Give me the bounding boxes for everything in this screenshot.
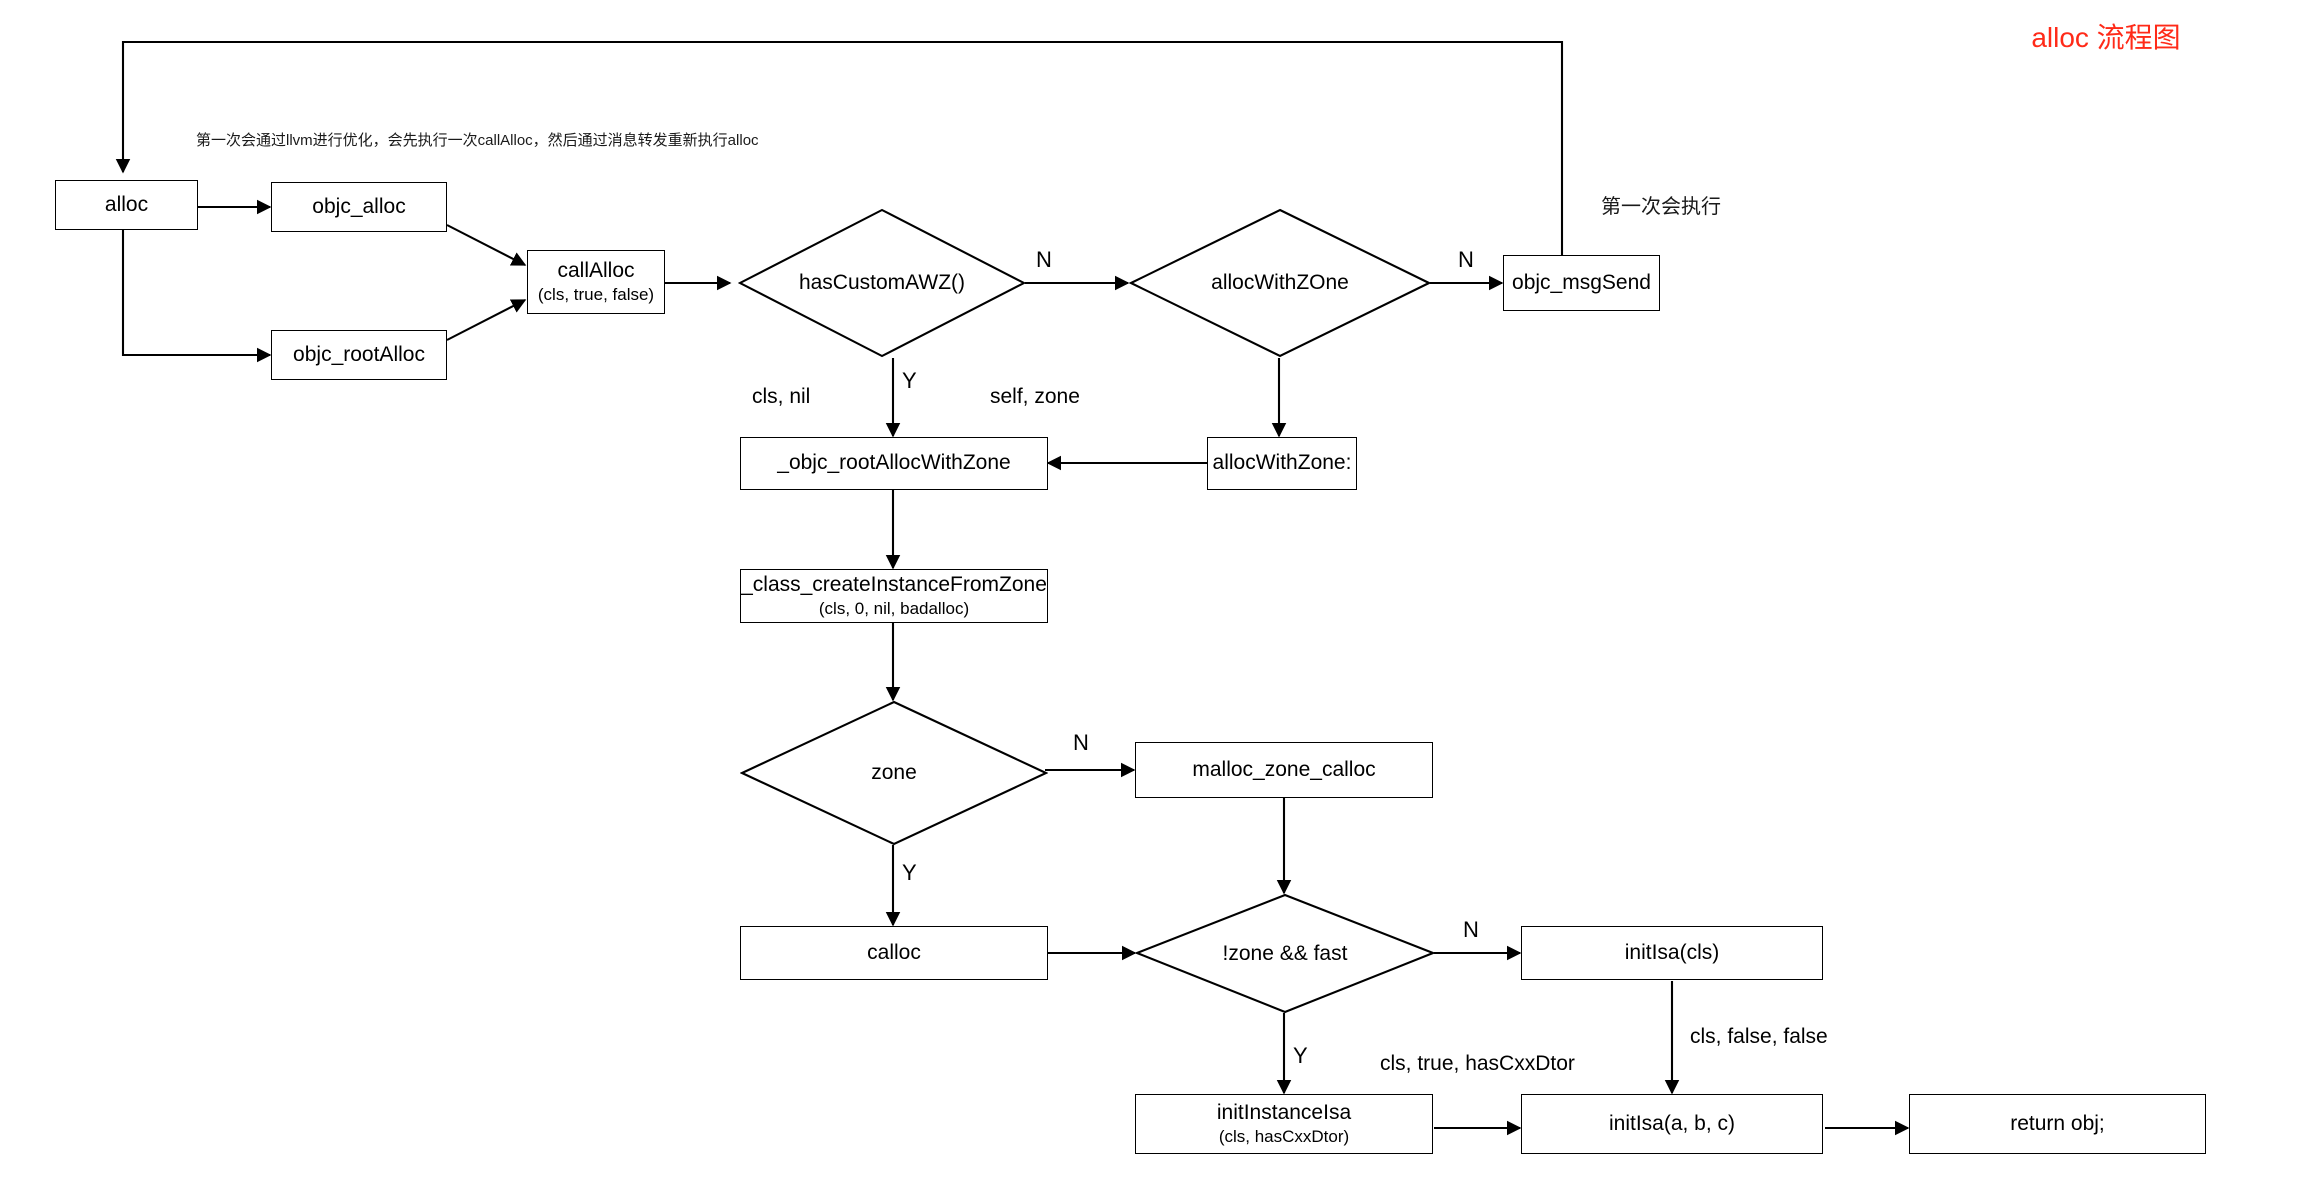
node-initisa-cls[interactable]: initIsa(cls) bbox=[1521, 926, 1823, 980]
node-calloc[interactable]: calloc bbox=[740, 926, 1048, 980]
edge-label-self-zone: self, zone bbox=[990, 385, 1080, 408]
decision-hascustomawz-label: hasCustomAWZ() bbox=[798, 271, 966, 294]
node-class-createinstancefromzone-args: (cls, 0, nil, badalloc) bbox=[818, 599, 970, 619]
first-run-note: 第一次会执行 bbox=[1601, 196, 1721, 218]
node-malloc-zone-calloc[interactable]: malloc_zone_calloc bbox=[1135, 742, 1433, 798]
decision-zone-and-fast[interactable]: !zone && fast bbox=[1135, 893, 1435, 1014]
decision-hascustomawz[interactable]: hasCustomAWZ() bbox=[738, 208, 1026, 358]
diamond-shape bbox=[738, 208, 1026, 358]
node-objc-alloc-label: objc_alloc bbox=[312, 194, 406, 218]
node-return-obj-label: return obj; bbox=[2010, 1111, 2105, 1135]
edge-label-hascustomawz-n: N bbox=[1036, 247, 1052, 272]
edge-label-cls-false-false: cls, false, false bbox=[1690, 1025, 1828, 1048]
edge-label-fast-n: N bbox=[1463, 917, 1479, 942]
node-callalloc[interactable]: callAlloc (cls, true, false) bbox=[527, 250, 665, 314]
node-class-createinstancefromzone-label: _class_createInstanceFromZone bbox=[741, 573, 1047, 597]
node-objc-rootallocwithzone-label: _objc_rootAllocWithZone bbox=[777, 451, 1011, 475]
node-class-createinstancefromzone[interactable]: _class_createInstanceFromZone (cls, 0, n… bbox=[740, 569, 1048, 623]
node-return-obj[interactable]: return obj; bbox=[1909, 1094, 2206, 1154]
node-allocwithzone-selector[interactable]: allocWithZone: bbox=[1207, 437, 1357, 490]
node-initinstanceisa-label: initInstanceIsa bbox=[1216, 1101, 1352, 1125]
decision-allocwithzone[interactable]: allocWithZOne bbox=[1129, 208, 1431, 358]
node-alloc-label: alloc bbox=[104, 192, 149, 216]
edge-label-zone-y: Y bbox=[902, 860, 917, 885]
node-initisa-abc[interactable]: initIsa(a, b, c) bbox=[1521, 1094, 1823, 1154]
edge-label-cls-nil: cls, nil bbox=[752, 385, 811, 408]
node-callalloc-args: (cls, true, false) bbox=[537, 285, 655, 305]
decision-zone-and-fast-label: !zone && fast bbox=[1222, 941, 1348, 965]
node-objc-rootallocwithzone[interactable]: _objc_rootAllocWithZone bbox=[740, 437, 1048, 490]
node-initinstanceisa[interactable]: initInstanceIsa (cls, hasCxxDtor) bbox=[1135, 1094, 1433, 1154]
node-allocwithzone-selector-label: allocWithZone: bbox=[1212, 451, 1352, 475]
node-objc-msgsend[interactable]: objc_msgSend bbox=[1503, 255, 1660, 311]
page-title: alloc 流程图 bbox=[2031, 22, 2181, 53]
edge-label-allocwithzone-n: N bbox=[1458, 247, 1474, 272]
node-objc-rootalloc-label: objc_rootAlloc bbox=[293, 342, 425, 366]
node-objc-msgsend-label: objc_msgSend bbox=[1512, 270, 1651, 294]
edge-label-fast-y: Y bbox=[1293, 1043, 1308, 1068]
edge-label-zone-n: N bbox=[1073, 730, 1089, 755]
node-initinstanceisa-args: (cls, hasCxxDtor) bbox=[1218, 1127, 1350, 1147]
diamond-shape bbox=[740, 700, 1048, 846]
node-objc-rootalloc[interactable]: objc_rootAlloc bbox=[271, 330, 447, 380]
node-malloc-zone-calloc-label: malloc_zone_calloc bbox=[1192, 757, 1376, 781]
decision-zone-label: zone bbox=[871, 761, 917, 784]
node-objc-alloc[interactable]: objc_alloc bbox=[271, 182, 447, 232]
diamond-shape bbox=[1129, 208, 1431, 358]
edge-label-cls-true-hascxxdtor: cls, true, hasCxxDtor bbox=[1380, 1052, 1575, 1075]
node-initisa-cls-label: initIsa(cls) bbox=[1624, 940, 1720, 964]
diamond-shape bbox=[1135, 893, 1435, 1014]
node-calloc-label: calloc bbox=[867, 940, 921, 964]
node-initisa-abc-label: initIsa(a, b, c) bbox=[1608, 1111, 1736, 1135]
llvm-optimization-note: 第一次会通过llvm进行优化，会先执行一次callAlloc，然后通过消息转发重… bbox=[196, 132, 759, 149]
node-callalloc-label: callAlloc bbox=[557, 259, 635, 283]
decision-zone[interactable]: zone bbox=[740, 700, 1048, 846]
decision-allocwithzone-label: allocWithZOne bbox=[1211, 271, 1349, 294]
edge-label-hascustomawz-y: Y bbox=[902, 368, 917, 393]
node-alloc[interactable]: alloc bbox=[55, 180, 198, 230]
